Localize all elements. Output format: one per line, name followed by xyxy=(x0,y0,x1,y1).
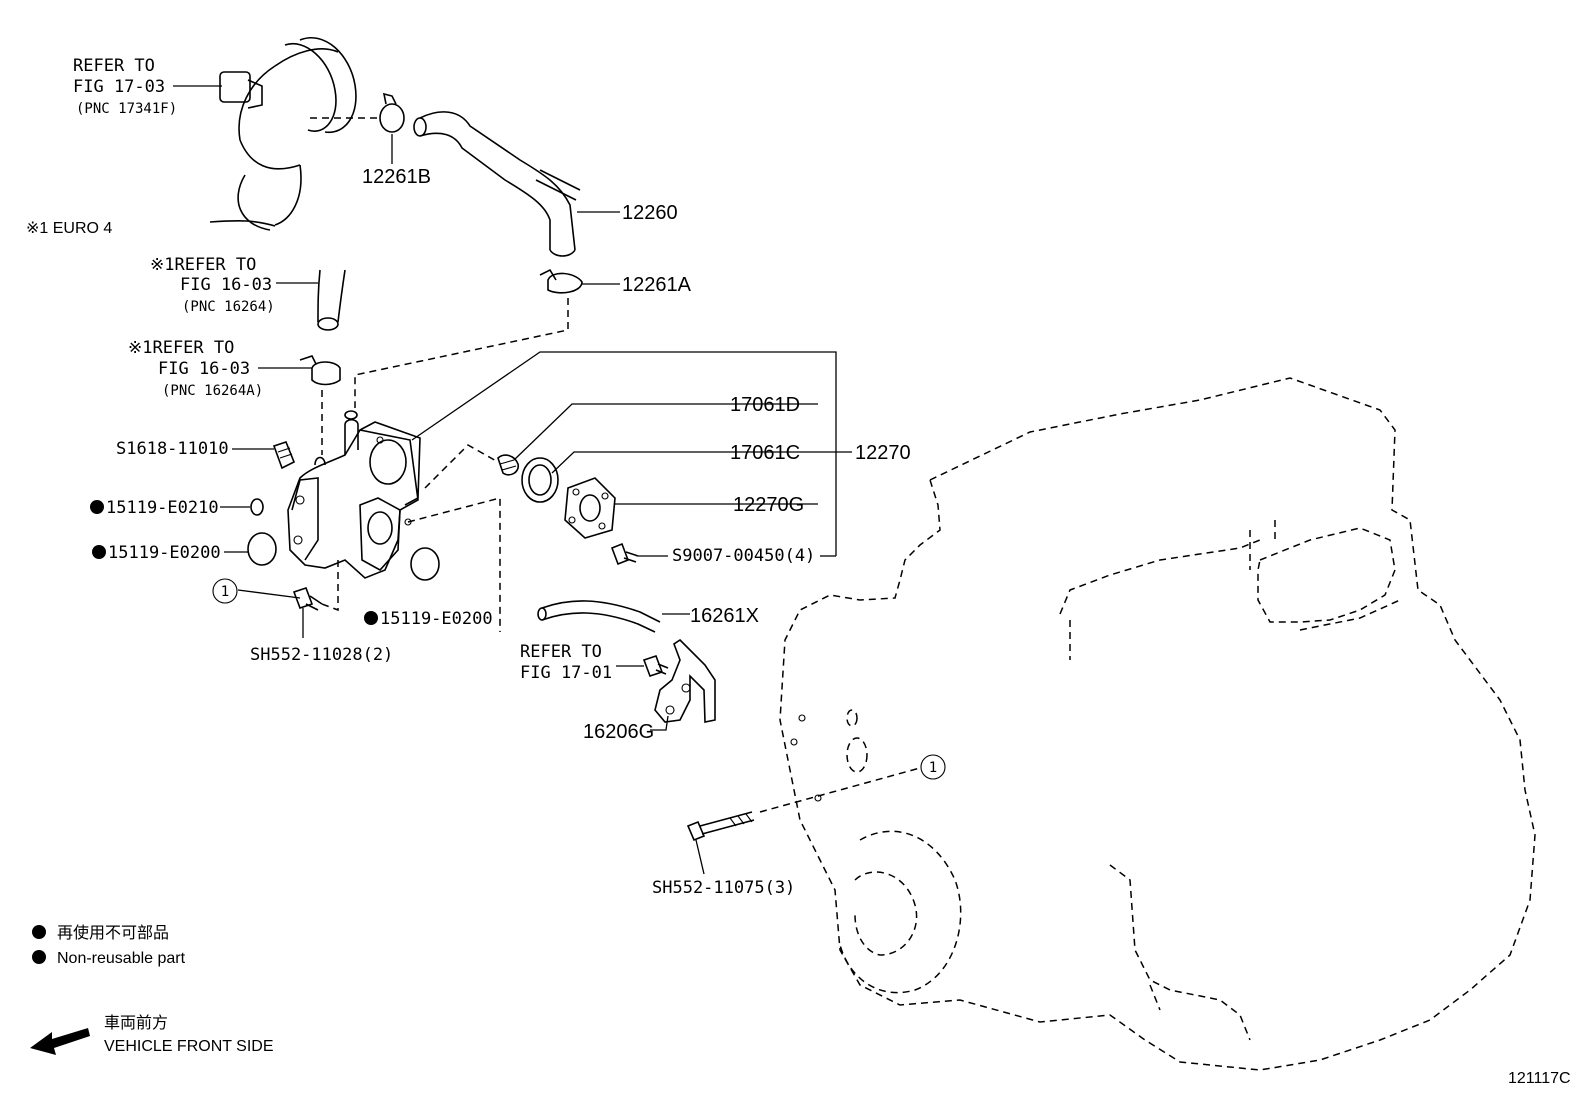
bolt-SH552-11028 xyxy=(292,586,323,611)
clamp-16264A xyxy=(299,355,341,386)
svg-text:FIG 17-03: FIG 17-03 xyxy=(73,77,165,97)
bolt-S9007 xyxy=(610,542,639,566)
label-15119-E0210-row: 15119-E0210 xyxy=(90,498,219,518)
assembly-lines xyxy=(310,117,921,813)
svg-text:REFER TO: REFER TO xyxy=(73,56,155,76)
clamp-12261A xyxy=(539,268,583,294)
svg-text:VEHICLE FRONT SIDE: VEHICLE FRONT SIDE xyxy=(104,1038,274,1055)
label-12260: 12260 xyxy=(622,202,678,224)
nonreusable-marker xyxy=(92,545,106,559)
engine-block-outline xyxy=(779,377,1536,1071)
svg-text:1: 1 xyxy=(929,760,937,776)
bolt-fig-17-01 xyxy=(642,654,669,678)
label-17061D: 17061D xyxy=(730,394,800,416)
cover-12270G xyxy=(564,477,616,539)
reference-fig-17-03: REFER TO FIG 17-03 (PNC 17341F) xyxy=(73,56,177,117)
label-12261B: 12261B xyxy=(362,166,431,188)
leader-lines xyxy=(173,85,852,875)
hose-16264 xyxy=(317,269,346,331)
ref-circle-left: 1 xyxy=(212,578,238,604)
svg-text:FIG 17-01: FIG 17-01 xyxy=(520,663,612,683)
reference-fig-16-03-b: ※1REFER TO FIG 16-03 (PNC 16264A) xyxy=(128,338,263,399)
label-S9007: S9007-00450(4) xyxy=(672,546,815,566)
svg-text:1: 1 xyxy=(221,584,229,600)
label-SH552-11075: SH552-11075(3) xyxy=(652,878,795,898)
svg-text:Non-reusable part: Non-reusable part xyxy=(57,950,186,967)
svg-text:15119-E0200: 15119-E0200 xyxy=(380,609,493,629)
svg-text:15119-E0210: 15119-E0210 xyxy=(106,498,219,518)
intake-connector xyxy=(209,37,357,231)
thermostat-17061D xyxy=(497,454,520,476)
label-15119-E0200-left-row: 15119-E0200 xyxy=(92,543,221,563)
label-12270: 12270 xyxy=(855,442,911,464)
label-17061C: 17061C xyxy=(730,442,800,464)
euro4-note: ※1 EURO 4 xyxy=(26,220,112,237)
label-SH552-11028: SH552-11028(2) xyxy=(250,645,393,665)
svg-text:※1REFER TO: ※1REFER TO xyxy=(150,255,256,275)
svg-text:(PNC 16264): (PNC 16264) xyxy=(182,299,275,315)
svg-text:(PNC 17341F): (PNC 17341F) xyxy=(76,101,177,117)
svg-text:15119-E0200: 15119-E0200 xyxy=(108,543,221,563)
svg-text:FIG 16-03: FIG 16-03 xyxy=(158,359,250,379)
legend-vehicle-front: 車両前方 VEHICLE FRONT SIDE xyxy=(30,1014,274,1055)
svg-text:REFER TO: REFER TO xyxy=(520,642,602,662)
label-16206G: 16206G xyxy=(583,721,654,743)
reference-fig-17-01: REFER TO FIG 17-01 xyxy=(520,642,612,683)
nonreusable-marker xyxy=(32,950,46,964)
label-S1618: S1618-11010 xyxy=(116,439,229,459)
legend-nonreusable: 再使用不可部品 Non-reusable part xyxy=(32,924,186,967)
clamp-12261B xyxy=(379,92,405,133)
svg-text:車両前方: 車両前方 xyxy=(104,1014,168,1032)
nonreusable-marker xyxy=(32,925,46,939)
ref-circle-right: 1 xyxy=(920,754,946,780)
label-15119-E0200-right-row: 15119-E0200 xyxy=(364,609,493,629)
label-12261A: 12261A xyxy=(622,274,692,296)
svg-text:再使用不可部品: 再使用不可部品 xyxy=(57,924,169,942)
figure-id: 121117C xyxy=(1508,1070,1571,1087)
svg-text:※1REFER TO: ※1REFER TO xyxy=(128,338,234,358)
bracket-16206G xyxy=(654,638,716,723)
label-16261X: 16261X xyxy=(690,605,759,627)
svg-text:FIG 16-03: FIG 16-03 xyxy=(180,275,272,295)
o-ring-15119-E0210 xyxy=(250,498,264,516)
gasket-17061C xyxy=(521,457,559,503)
bolt-SH552-11075 xyxy=(686,811,755,842)
water-outlet-housing xyxy=(287,410,421,579)
hose-16261X xyxy=(537,600,661,633)
svg-text:(PNC 16264A): (PNC 16264A) xyxy=(162,383,263,399)
hose-12260 xyxy=(413,111,581,257)
front-arrow-icon xyxy=(30,1028,90,1055)
reference-fig-16-03-a: ※1REFER TO FIG 16-03 (PNC 16264) xyxy=(150,255,275,315)
nonreusable-marker xyxy=(364,611,378,625)
label-12270G: 12270G xyxy=(733,494,804,516)
nonreusable-marker xyxy=(90,500,104,514)
o-ring-15119-E0200-left xyxy=(247,532,277,566)
bleed-plug xyxy=(272,441,296,470)
o-ring-15119-E0200-right xyxy=(410,547,440,581)
